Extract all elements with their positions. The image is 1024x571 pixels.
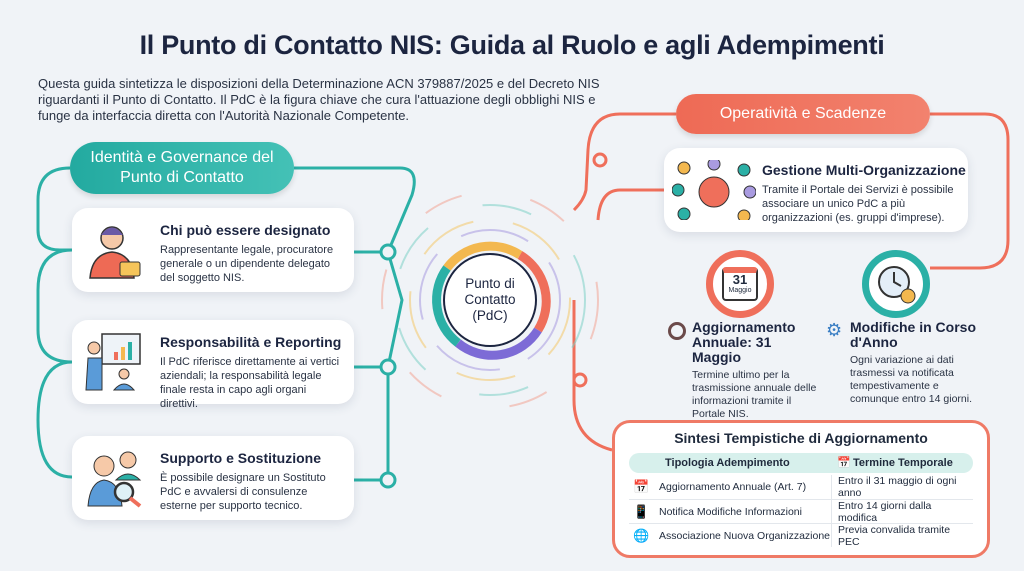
card-reporting: Responsabilità e Reporting Il PdC riferi… [72, 320, 354, 410]
annual-title: Aggiornamento Annuale: 31 Maggio [692, 319, 796, 365]
gear-icon: ⚙ [826, 320, 843, 340]
person-badge-icon [84, 220, 144, 280]
card-text: Il PdC riferisce direttamente ai vertici… [160, 356, 340, 410]
table-row: 📱 Notifica Modifiche Informazioni Entro 1… [629, 499, 973, 524]
table-header: Tipologia Adempimento 📅 Termine Temporal… [629, 453, 973, 473]
clock-icon [668, 322, 686, 340]
network-people-icon [671, 157, 757, 223]
page-title: Il Punto di Contatto NIS: Guida al Ruolo… [139, 30, 885, 60]
row-type: Notifica Modifiche Informazioni [659, 505, 802, 518]
row-term: Entro il 31 maggio di ogni anno [831, 475, 973, 499]
calendar-month: Maggio [728, 287, 752, 294]
card-title: Supporto e Sostituzione [160, 450, 321, 466]
globe-icon: 🌐 [633, 527, 650, 543]
row-type: Associazione Nuova Organizzazione [659, 529, 831, 542]
card-multi-organization: Gestione Multi-Organizzazione Tramite il… [664, 148, 968, 232]
row-term: Previa convalida tramite PEC [831, 524, 973, 548]
intro-text: Questa guida sintetizza le disposizioni … [38, 76, 600, 123]
table-row: 📅 Aggiornamento Annuale (Art. 7) Entro il… [629, 475, 973, 499]
people-magnifier-icon [84, 448, 144, 508]
section-header-operations: Operatività e Scadenze [676, 94, 930, 134]
table-row: 🌐 Associazione Nuova Organizzazione Previ… [629, 523, 973, 548]
calendar-clock-icon: 📅 [633, 479, 650, 494]
row-term: Entro 14 giorni dalla modifica [831, 500, 973, 524]
card-title: Gestione Multi-Organizzazione [762, 162, 966, 178]
card-title: Responsabilità e Reporting [160, 334, 342, 350]
card-text: Rappresentante legale, procuratore gener… [160, 244, 334, 284]
changes-text: Ogni variazione ai dati trasmessi va not… [850, 354, 972, 405]
card-text: Tramite il Portale dei Servizi è possibi… [762, 184, 954, 224]
presentation-chart-icon [84, 332, 144, 392]
calendar-day: 31 [732, 272, 748, 287]
card-title: Chi può essere designato [160, 222, 331, 238]
calendar-icon: 📅 [837, 457, 851, 469]
column-header: Termine Temporale [853, 457, 953, 469]
changes-title: Modifiche in Corso d'Anno [850, 319, 976, 350]
column-header: Tipologia Adempimento [665, 457, 790, 469]
table-title: Sintesi Tempistiche di Aggiornamento [674, 430, 928, 446]
card-text: È possibile designare un Sostituto PdC e… [160, 472, 326, 512]
annual-text: Termine ultimo per la trasmissione annua… [692, 369, 817, 420]
summary-table: Sintesi Tempistiche di Aggiornamento Tip… [612, 420, 990, 558]
card-designation: Chi può essere designato Rappresentante … [72, 208, 354, 292]
row-type: Aggiornamento Annuale (Art. 7) [659, 481, 807, 493]
calendar-icon: 31 Maggio [706, 250, 774, 318]
changes-block: ⚙ Modifiche in Corso d'Anno Ogni variazi… [826, 320, 986, 406]
annual-update-block: Aggiornamento Annuale: 31 Maggio Termine… [668, 320, 818, 421]
phone-message-icon: 📱 [633, 503, 650, 519]
center-label: Punto di Contatto (PdC) [464, 276, 516, 323]
clock-gear-icon [862, 250, 930, 318]
card-support: Supporto e Sostituzione È possibile desi… [72, 436, 354, 520]
section-header-identity: Identità e Governance del Punto di Conta… [70, 142, 294, 194]
